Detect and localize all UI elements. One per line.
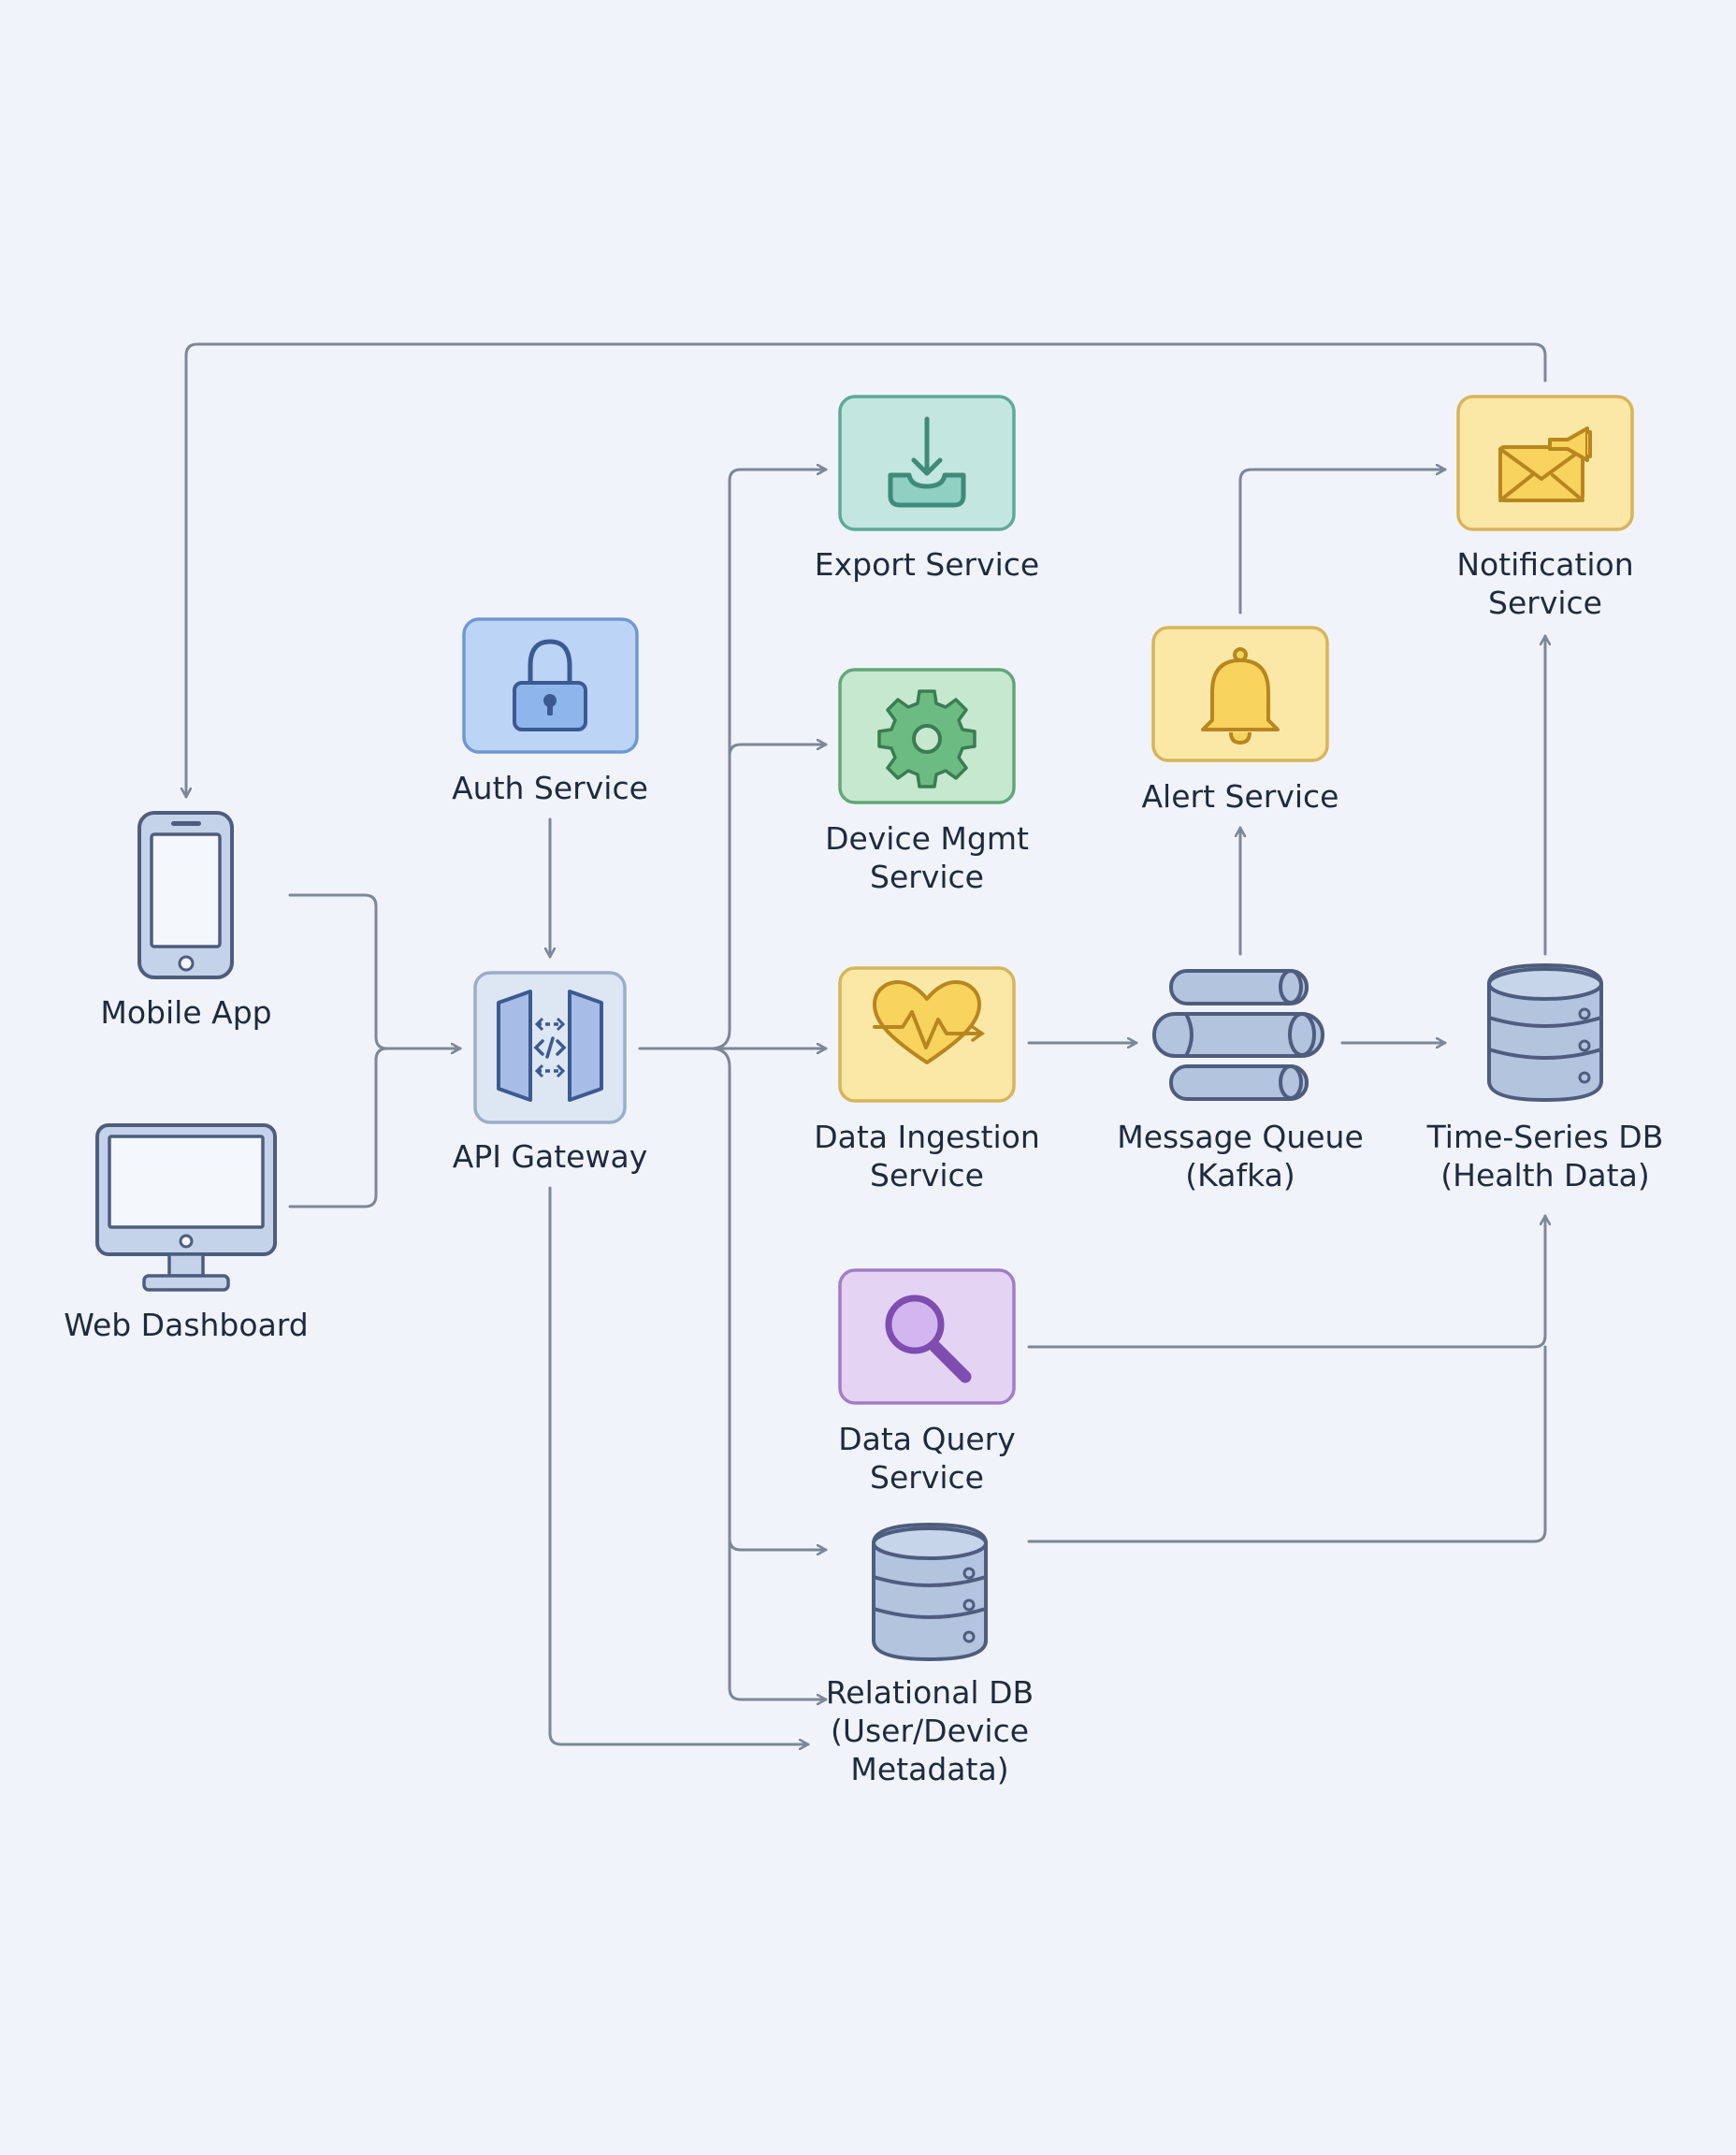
data-ingestion-service-box[interactable] [838,966,1016,1103]
edge-notification-to-mobile-app [186,342,1547,799]
alert-service-box[interactable] [1151,626,1329,762]
download-icon [888,416,966,508]
envelope-megaphone-icon [1498,427,1592,502]
edge-relational-db-to-time-series-db [1027,1345,1547,1543]
relational-db-label: Relational DB (User/Device Metadata) [825,1674,1034,1787]
edge-api-gateway-to-relational-db-bottom [548,1186,810,1744]
lock-icon [513,639,587,731]
mobile-app-icon [137,811,234,979]
search-icon [885,1294,972,1383]
mobile-app-label: Mobile App [100,994,272,1031]
heart-pulse-icon [873,980,986,1064]
auth-service-box[interactable] [462,617,639,754]
relational-db-icon [872,1522,988,1662]
alert-service-label: Alert Service [1141,778,1339,815]
gear-icon [877,689,976,788]
auth-service-label: Auth Service [452,770,648,806]
device-mgmt-service-box[interactable] [838,668,1016,804]
time-series-db-icon [1487,962,1603,1103]
gateway-icon [497,990,603,1102]
web-dashboard-label: Web Dashboard [64,1307,309,1343]
message-queue-icon [1152,969,1324,1101]
edge-data-query-to-time-series-db [1027,1214,1545,1349]
device-mgmt-service-label: Device Mgmt Service [825,820,1029,895]
edge-mobile-app-to-api-gateway [288,893,462,1049]
api-gateway-box[interactable] [473,971,627,1124]
edge-api-to-relational [728,1548,828,1699]
notification-service-box[interactable] [1456,395,1634,531]
edge-api-gateway-to-device-mgmt [728,745,828,758]
time-series-db-label: Time-Series DB (Health Data) [1426,1119,1664,1193]
data-ingestion-service-label: Data Ingestion Service [814,1119,1040,1193]
api-gateway-label: API Gateway [452,1138,648,1175]
edge-alert-to-notification [1238,470,1447,615]
data-query-service-label: Data Query Service [838,1421,1016,1496]
export-service-label: Export Service [814,546,1040,583]
data-query-service-box[interactable] [838,1268,1016,1405]
export-service-box[interactable] [838,395,1016,531]
edge-web-dashboard-to-api-gateway [288,1047,462,1208]
web-dashboard-icon [95,1123,277,1292]
message-queue-label: Message Queue (Kafka) [1117,1119,1364,1193]
notification-service-label: Notification Service [1456,546,1634,621]
edge-api-gateway-to-export [709,470,828,1050]
bell-icon [1201,647,1280,745]
